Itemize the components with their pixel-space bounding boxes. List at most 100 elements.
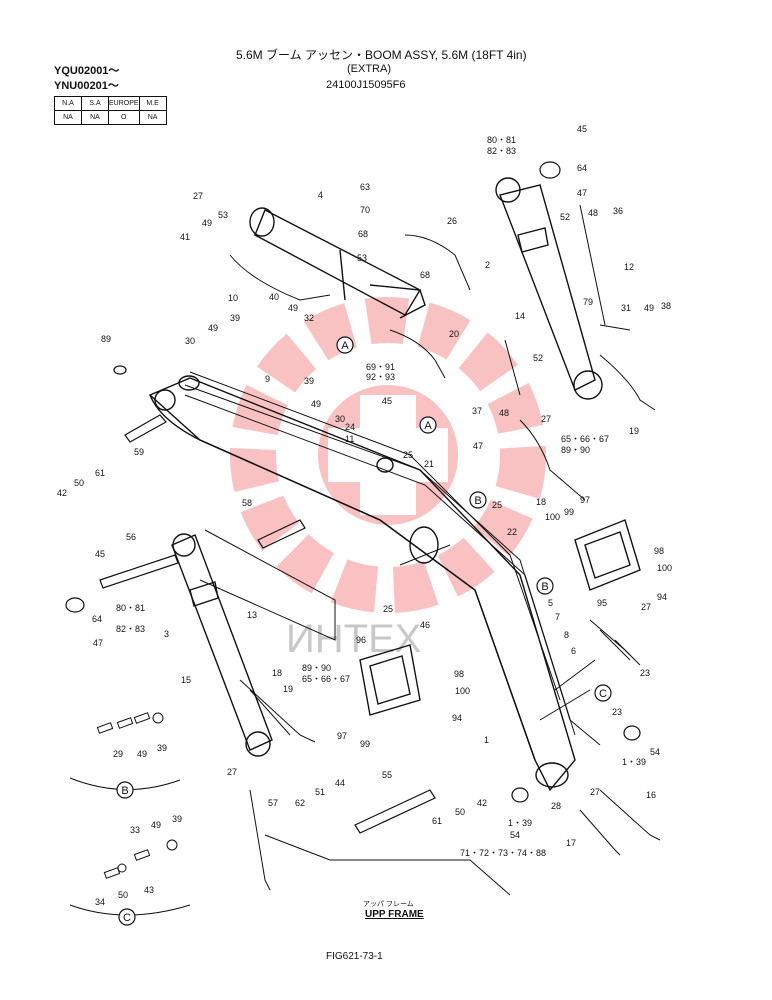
callout-label: 54	[510, 830, 520, 840]
view-marker: B	[536, 577, 554, 595]
callout-label: 50	[455, 807, 465, 817]
view-marker: B	[116, 781, 134, 799]
callout-label: 21	[424, 459, 434, 469]
callout-label: 38	[661, 301, 671, 311]
callout-label: 96	[356, 635, 366, 645]
callout-label: 48	[588, 208, 598, 218]
callout-label: 89	[101, 334, 111, 344]
callout-label: 24	[345, 422, 355, 432]
callout-label: 27	[590, 787, 600, 797]
diagram-title: 5.6M ブーム アッセン・BOOM ASSY, 5.6M (18FT 4in)	[236, 48, 527, 62]
callout-label: 33	[130, 825, 140, 835]
callout-label: 65・66・67	[561, 434, 609, 444]
callout-label: 98	[654, 546, 664, 556]
callout-label: 48	[499, 408, 509, 418]
callout-label: 37	[472, 406, 482, 416]
boom	[148, 375, 576, 792]
callout-label: 100	[657, 563, 672, 573]
callout-label: 4	[318, 190, 323, 200]
view-marker-label: A	[341, 340, 349, 352]
callout-label: 68	[420, 270, 430, 280]
callout-label: 56	[126, 532, 136, 542]
view-marker-circle	[118, 908, 136, 926]
assembly-part-number: 24100J15095F6	[326, 79, 406, 91]
diagram-subtitle: (EXTRA)	[347, 63, 391, 75]
callout-label: 99	[564, 507, 574, 517]
callout-label: 18	[536, 497, 546, 507]
callout-label: 41	[180, 232, 190, 242]
callout-label: 71・72・73・74・88	[460, 848, 546, 858]
callout-label: 49	[151, 820, 161, 830]
cylinder-upper-left	[249, 207, 426, 319]
view-marker: A	[336, 336, 354, 354]
callout-label: 61	[95, 468, 105, 478]
lamps	[359, 519, 641, 716]
callout-label: 69・91	[366, 362, 395, 372]
callout-label: 32	[304, 313, 314, 323]
callout-label: 36	[613, 206, 623, 216]
callout-label: 11	[345, 434, 354, 444]
region-value-na: NA	[54, 110, 82, 125]
serial-range-1: YQU02001～	[54, 65, 120, 77]
callout-label: 53	[218, 210, 228, 220]
callout-label: 97	[580, 495, 590, 505]
view-marker-circle	[469, 491, 487, 509]
callout-label: 100	[455, 686, 470, 696]
callout-label: 29	[113, 749, 123, 759]
callout-label: 80・81	[116, 603, 145, 613]
callout-label: 47	[93, 638, 103, 648]
view-marker-label: B	[474, 495, 481, 507]
callout-label: 7	[555, 612, 560, 622]
view-marker-label: B	[541, 581, 548, 593]
callout-label: 58	[242, 498, 252, 508]
callout-label: 49	[202, 218, 212, 228]
callout-label: 10	[228, 293, 238, 303]
callout-label: 51	[315, 787, 325, 797]
callout-label: 89・90	[561, 445, 590, 455]
callout-label: 54	[650, 747, 660, 757]
callout-label: 82・83	[116, 624, 145, 634]
callout-label: 57	[268, 798, 278, 808]
callout-label: 27	[541, 414, 551, 424]
callout-label: 89・90	[302, 663, 331, 673]
callout-label: 23	[612, 707, 622, 717]
callout-label: 27	[227, 767, 237, 777]
callout-label: 53	[357, 253, 367, 263]
callout-label: 39	[157, 743, 167, 753]
callout-label: 18	[272, 668, 282, 678]
callout-label: 15	[181, 675, 191, 685]
wiring-harness	[539, 619, 641, 721]
callout-label: 47	[577, 188, 587, 198]
callout-label: 50	[118, 890, 128, 900]
upper-frame-label-jp: アッパ フレーム	[363, 901, 414, 908]
callout-label: 45	[382, 396, 392, 406]
callout-label: 45	[577, 124, 587, 134]
view-marker-label: C	[123, 912, 131, 924]
callout-label: 49	[208, 323, 218, 333]
view-marker: B	[469, 491, 487, 509]
callout-label: 100	[545, 512, 560, 522]
callout-label: 59	[134, 447, 144, 457]
callout-label: 47	[473, 441, 483, 451]
callout-label: 45	[95, 549, 105, 559]
cylinder-lower-left	[171, 533, 273, 757]
view-marker-label: A	[424, 420, 432, 432]
callout-label: 61	[432, 816, 442, 826]
callout-label: 49	[311, 399, 321, 409]
callout-label: 5	[548, 598, 553, 608]
view-marker: C	[118, 908, 136, 926]
region-value-me: NA	[138, 110, 167, 125]
callout-label: 39	[230, 313, 240, 323]
callout-label: 40	[269, 292, 279, 302]
callout-label: 2	[485, 260, 490, 270]
figure-number: FIG621-73-1	[326, 951, 383, 962]
callout-label: 9	[265, 374, 270, 384]
watermark-logo	[230, 297, 546, 613]
callout-label: 8	[564, 630, 569, 640]
callout-label: 49	[644, 303, 654, 313]
callout-label: 64	[577, 163, 587, 173]
callout-label: 42	[477, 798, 487, 808]
